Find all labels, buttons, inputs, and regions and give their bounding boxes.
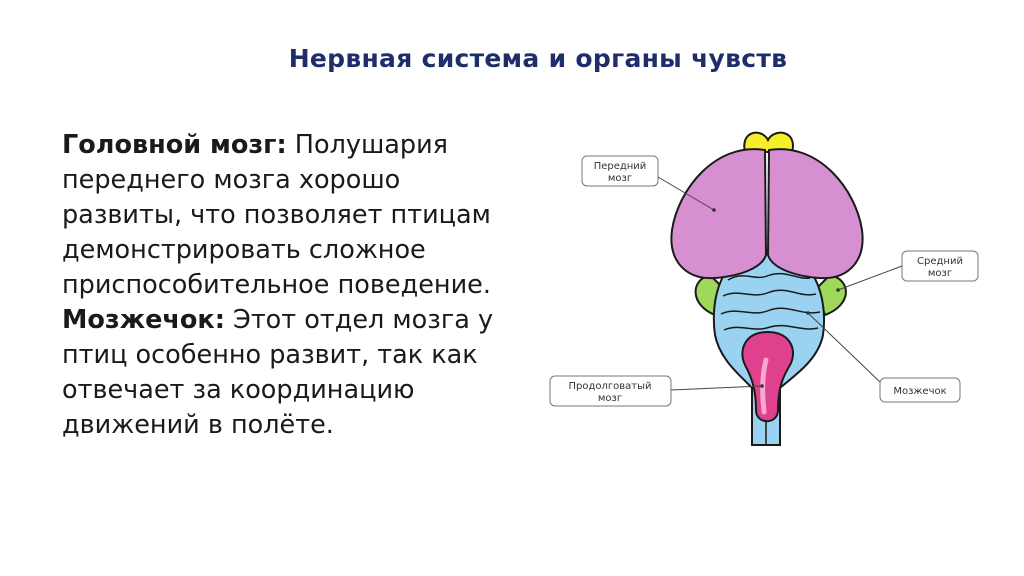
cerebellum-fold-2 [722,289,817,297]
cerebellum-fold-4 [723,324,819,331]
cerebellum-fold-1 [727,272,811,281]
forebrain-left-hemisphere [670,148,768,280]
term-brain: Головной мозг: [62,130,287,160]
text-cerebellum: Этот отдел мозга у птиц особенно развит,… [62,305,494,440]
term-cerebellum: Мозжечок: [62,305,225,335]
olfactory-bulb [743,131,794,153]
leader-medulla [670,385,763,391]
label-medulla-1: Продолговатый [568,381,651,392]
label-box-forebrain [581,155,659,187]
leader-forebrain [657,176,715,211]
label-box-midbrain [901,250,979,282]
bird-brain-diagram: Передний мозг Средний мозг Мозжечок Прод… [549,131,979,446]
label-cerebellum: Мозжечок [893,386,946,397]
slide-title: Нервная система и органы чувств [288,44,788,73]
text-brain: Полушария переднего мозга хорошо развиты… [62,130,491,300]
leader-midbrain [837,265,903,291]
paragraph-cerebellum: Мозжечок: Этот отдел мозга у птиц особен… [62,303,512,443]
label-box-medulla [549,375,672,407]
label-midbrain-2: мозг [928,268,952,279]
medulla-shape [741,330,795,423]
cerebellum-fold-3 [720,307,821,315]
paragraph-brain: Головной мозг: Полушария переднего мозга… [62,128,512,303]
label-medulla-2: мозг [598,393,622,404]
label-forebrain-2: мозг [608,173,632,184]
leader-cerebellum [807,312,881,383]
label-box-cerebellum [879,377,961,403]
body-text: Головной мозг: Полушария переднего мозга… [62,128,512,443]
label-forebrain-1: Передний [594,161,647,172]
label-midbrain-1: Средний [917,256,963,267]
forebrain-right-hemisphere [766,148,864,280]
